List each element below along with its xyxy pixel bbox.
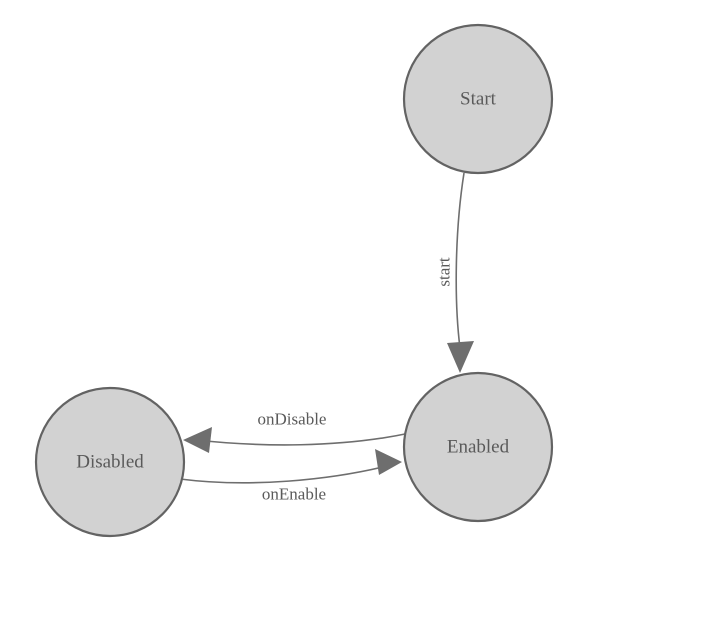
edge-enabled-to-disabled-arrowhead-icon [183,427,212,453]
node-disabled-label: Disabled [76,452,144,473]
node-enabled-circle [402,371,554,523]
node-start-circle [402,23,554,175]
node-start[interactable]: Start [402,23,554,175]
edge-start-to-enabled[interactable] [447,172,474,373]
edge-disabled-to-enabled[interactable] [179,449,402,484]
edge-start-to-enabled-path [455,172,465,349]
edge-disabled-to-enabled-arrowhead-icon [375,449,402,475]
edge-start-to-enabled-arrowhead-icon [447,341,474,373]
edge-disabled-to-enabled-path [179,465,388,484]
edge-label-on-disable: onDisable [258,410,327,429]
node-start-label: Start [460,89,497,110]
node-enabled[interactable]: Enabled [402,371,554,523]
edge-label-start: start [435,257,454,287]
edge-label-on-enable: onEnable [262,485,326,504]
node-enabled-label: Enabled [447,437,510,458]
node-disabled[interactable]: Disabled [34,386,186,538]
edge-enabled-to-disabled-path [195,432,411,446]
edge-enabled-to-disabled[interactable] [183,427,411,453]
node-disabled-circle [34,386,186,538]
